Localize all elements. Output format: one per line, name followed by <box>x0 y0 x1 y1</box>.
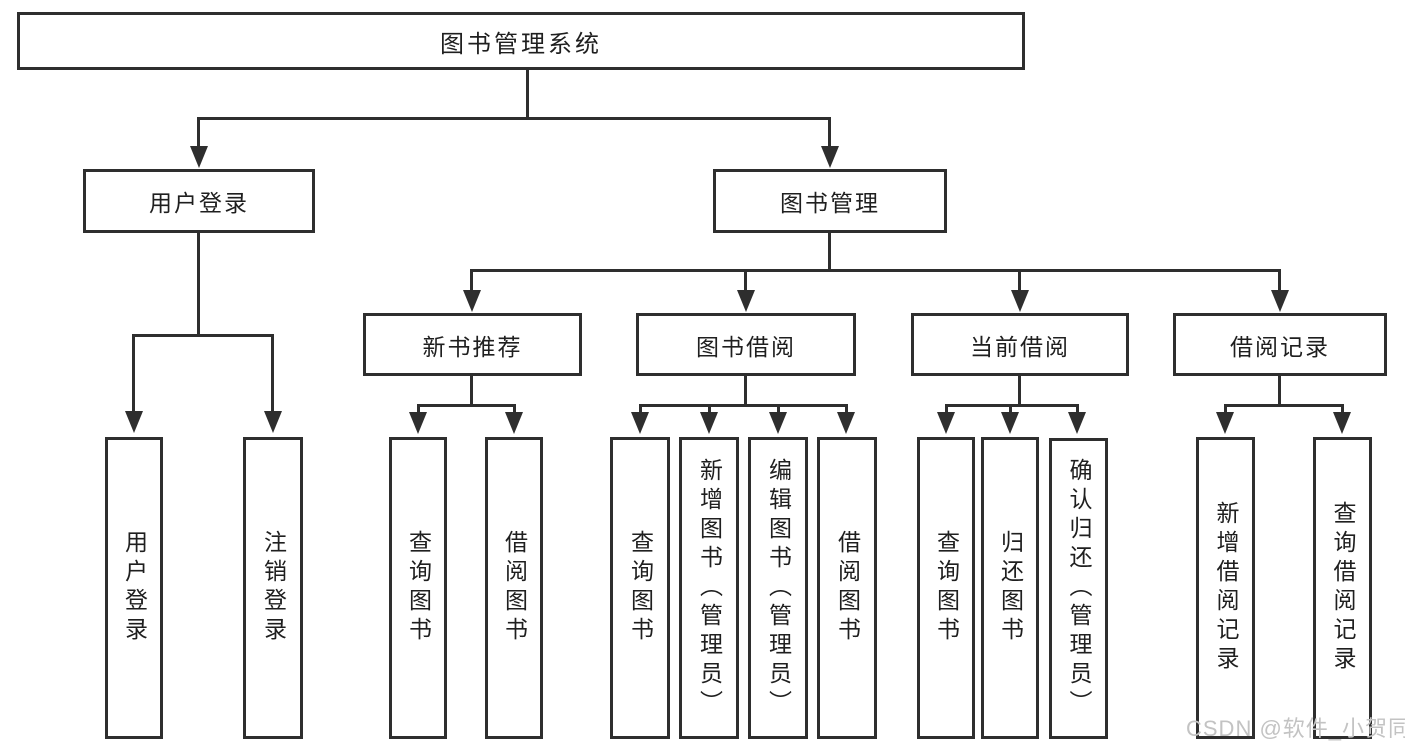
arrow-down-icon <box>837 412 855 434</box>
arrow-down-icon <box>190 146 208 168</box>
node-borrowing-records: 借阅记录 <box>1173 313 1387 376</box>
node-new-book-recommend: 新书推荐 <box>363 313 582 376</box>
connector-line <box>708 404 711 415</box>
leaf-query-borrow-record: 查询借阅记录 <box>1313 437 1372 739</box>
connector-line <box>271 334 274 413</box>
arrow-down-icon <box>769 412 787 434</box>
leaf-logout: 注销登录 <box>243 437 303 739</box>
leaf-label: 查询图书 <box>933 530 960 646</box>
connector-line <box>1018 269 1021 292</box>
arrow-down-icon <box>737 290 755 312</box>
leaf-label: 查询图书 <box>405 530 432 646</box>
arrow-down-icon <box>1011 290 1029 312</box>
leaf-borrow-books: 借阅图书 <box>817 437 877 739</box>
leaf-borrow-books-recommend: 借阅图书 <box>485 437 543 739</box>
connector-line <box>1278 374 1281 407</box>
leaf-label: 新增借阅记录 <box>1213 501 1239 675</box>
connector-line <box>417 404 516 407</box>
connector-line <box>1018 374 1021 407</box>
connector-line <box>197 117 200 149</box>
arrow-down-icon <box>821 146 839 168</box>
connector-line <box>470 374 473 407</box>
leaf-label: 借阅图书 <box>501 530 528 646</box>
arrow-down-icon <box>631 412 649 434</box>
arrow-down-icon <box>1001 412 1019 434</box>
leaf-add-book-admin: 新增图书（管理员） <box>679 437 739 739</box>
connector-line <box>197 117 831 120</box>
leaf-label: 查询图书 <box>627 530 654 646</box>
node-current-borrowing: 当前借阅 <box>911 313 1129 376</box>
connector-line <box>1341 404 1344 415</box>
connector-line <box>945 404 948 415</box>
node-label: 用户登录 <box>149 190 249 216</box>
connector-line <box>828 117 831 149</box>
leaf-edit-book-admin: 编辑图书（管理员） <box>748 437 808 739</box>
connector-line <box>513 404 516 415</box>
connector-line <box>1224 404 1227 415</box>
connector-line <box>1278 269 1281 292</box>
connector-line <box>132 334 135 413</box>
node-book-borrowing: 图书借阅 <box>636 313 856 376</box>
node-book-management: 图书管理 <box>713 169 947 233</box>
connector-line <box>1224 404 1344 407</box>
leaf-label: 查询借阅记录 <box>1330 501 1356 675</box>
arrow-down-icon <box>505 412 523 434</box>
arrow-down-icon <box>937 412 955 434</box>
connector-line <box>417 404 420 415</box>
arrow-down-icon <box>700 412 718 434</box>
leaf-label: 编辑图书（管理员） <box>765 457 792 719</box>
connector-line <box>845 404 848 415</box>
watermark: CSDN @软件_小贺同学 <box>1186 716 1405 741</box>
connector-line <box>1009 404 1012 415</box>
arrow-down-icon <box>463 290 481 312</box>
node-label: 图书管理 <box>780 190 880 216</box>
leaf-query-books-borrowing: 查询图书 <box>610 437 670 739</box>
arrow-down-icon <box>409 412 427 434</box>
connector-line <box>639 404 642 415</box>
connector-line <box>828 233 831 271</box>
connector-line <box>526 70 529 119</box>
node-label: 图书管理系统 <box>440 30 602 58</box>
connector-line <box>744 269 747 292</box>
arrow-down-icon <box>1271 290 1289 312</box>
connector-line <box>744 374 747 407</box>
connector-line <box>470 269 1281 272</box>
leaf-query-books-recommend: 查询图书 <box>389 437 447 739</box>
connector-line <box>197 233 200 336</box>
leaf-add-borrow-record: 新增借阅记录 <box>1196 437 1255 739</box>
arrow-down-icon <box>1333 412 1351 434</box>
arrow-down-icon <box>264 411 282 433</box>
leaf-label: 确认归还（管理员） <box>1066 458 1092 719</box>
leaf-label: 用户登录 <box>121 530 148 646</box>
connector-line <box>1076 404 1079 415</box>
arrow-down-icon <box>1068 412 1086 434</box>
leaf-user-login: 用户登录 <box>105 437 163 739</box>
node-label: 新书推荐 <box>422 333 523 360</box>
connector-line <box>132 334 274 337</box>
arrow-down-icon <box>125 411 143 433</box>
connector-line <box>639 404 848 407</box>
connector-line <box>470 269 473 292</box>
leaf-return-books: 归还图书 <box>981 437 1039 739</box>
connector-line <box>945 404 1079 407</box>
leaf-query-books-current: 查询图书 <box>917 437 975 739</box>
connector-line <box>777 404 780 415</box>
node-label: 当前借阅 <box>970 333 1070 360</box>
leaf-label: 新增图书（管理员） <box>696 457 723 719</box>
arrow-down-icon <box>1216 412 1234 434</box>
leaf-label: 注销登录 <box>260 530 287 646</box>
node-label: 图书借阅 <box>696 333 796 360</box>
leaf-label: 归还图书 <box>997 530 1024 646</box>
node-label: 借阅记录 <box>1230 333 1330 360</box>
node-library-system: 图书管理系统 <box>17 12 1025 70</box>
node-user-login: 用户登录 <box>83 169 315 233</box>
leaf-confirm-return-admin: 确认归还（管理员） <box>1049 438 1108 739</box>
leaf-label: 借阅图书 <box>834 530 861 646</box>
